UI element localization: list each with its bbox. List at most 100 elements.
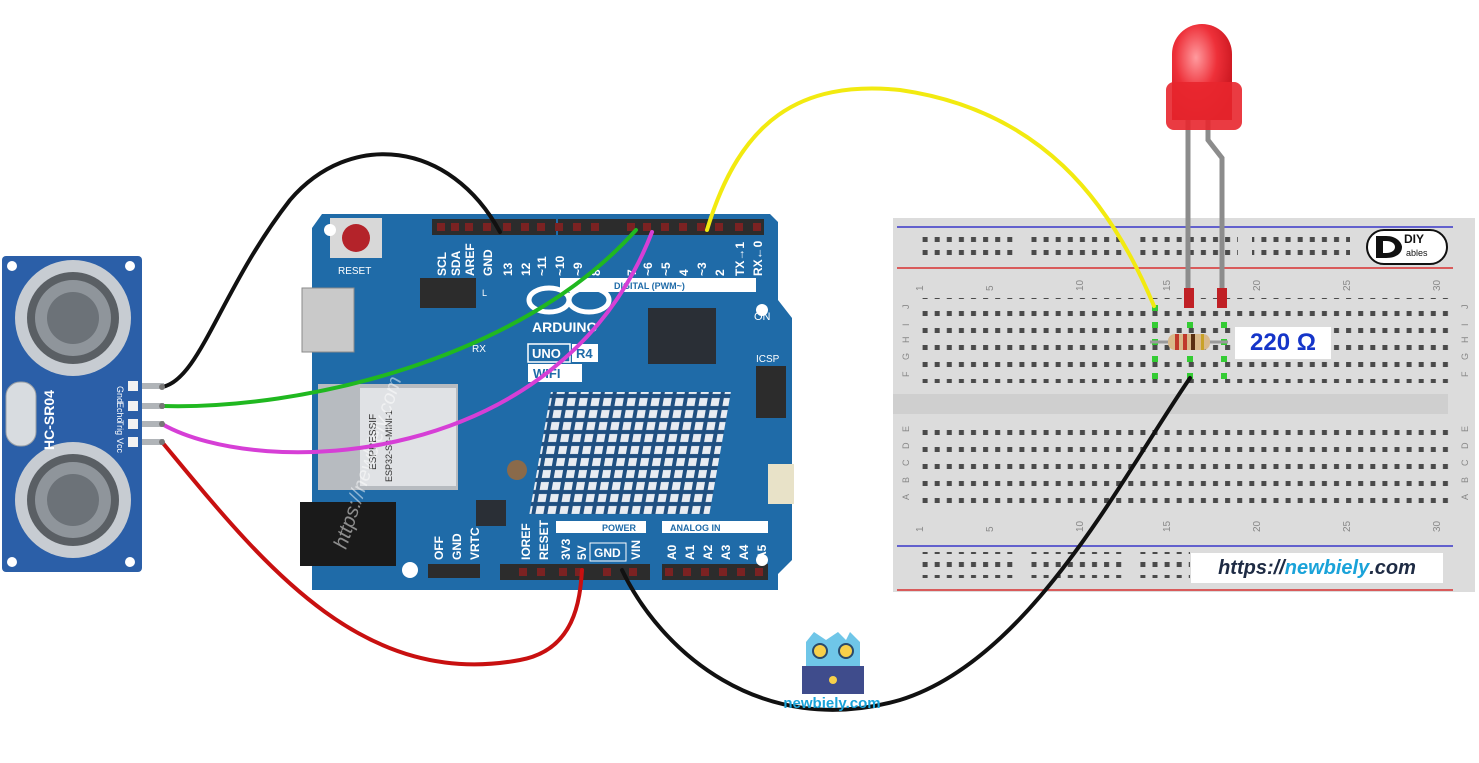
row-letter: G <box>901 353 911 360</box>
bottom-pin-label: A3 <box>719 544 733 560</box>
column-number: 20 <box>1252 279 1263 291</box>
bottom-header-pin <box>575 568 583 576</box>
bottom-pin-label: 3V3 <box>559 538 573 560</box>
owl-logo-text: newbiely.com <box>783 695 881 712</box>
bottom-header-pins <box>519 568 763 576</box>
bottom-pin-label: A2 <box>701 544 715 560</box>
terminal-holes-bottom <box>920 421 1450 506</box>
row-letter: C <box>901 459 911 466</box>
pin-label-gnd: Gnd <box>115 386 125 403</box>
column-number: 5 <box>985 285 996 291</box>
row-letter: H <box>1460 337 1470 344</box>
pin-label-echo: Echo <box>115 402 125 423</box>
row-letter: J <box>901 305 911 310</box>
wires <box>159 86 1192 712</box>
column-number: 30 <box>1432 520 1443 532</box>
icsp-header <box>756 366 786 418</box>
wire-ground-black <box>620 376 1192 712</box>
top-pin-label: ~10 <box>553 255 567 276</box>
column-number: 1 <box>915 526 926 532</box>
row-letter: B <box>901 477 911 483</box>
reset-label: RESET <box>338 266 371 277</box>
vrtc-label: VRTC <box>468 527 482 560</box>
led <box>1166 24 1242 308</box>
top-header-pin <box>537 223 545 231</box>
row-letter: G <box>1460 353 1470 360</box>
top-pin-label: ~3 <box>695 262 709 276</box>
top-header-pin <box>661 223 669 231</box>
bottom-pin-label: GND <box>594 546 621 560</box>
top-pin-label: ~5 <box>659 262 673 276</box>
resistor <box>1150 334 1228 350</box>
ultrasonic-sensor: HC-SR04 Gnd Echo Trig Vcc <box>2 256 164 572</box>
row-letter: D <box>901 442 911 449</box>
top-pin-label: SDA <box>449 250 463 276</box>
module-label-2: ESP32-S3-MINI-1 <box>384 410 394 482</box>
wire-echo-green <box>160 228 638 409</box>
top-pin-label: SCL <box>435 252 449 276</box>
bottom-header-pin <box>559 568 567 576</box>
row-letter: A <box>901 494 911 500</box>
row-letter: E <box>1460 426 1470 432</box>
vrtc-label: GND <box>450 533 464 560</box>
top-pin-label: ~6 <box>641 262 655 276</box>
bottom-pin-label: RESET <box>537 519 551 560</box>
bottom-header-pin <box>701 568 709 576</box>
icsp-label: ICSP <box>756 354 780 365</box>
top-pin-label: 8 <box>589 269 603 276</box>
rail-holes <box>1252 231 1350 257</box>
led-matrix <box>529 392 731 514</box>
diyables-sub: ables <box>1406 248 1428 258</box>
regulator <box>476 500 506 526</box>
row-letter: B <box>1460 477 1470 483</box>
top-header-pin <box>483 223 491 231</box>
row-letter: I <box>1460 323 1470 326</box>
top-header-pin <box>503 223 511 231</box>
usb-connector <box>301 287 355 353</box>
rail-holes <box>1030 231 1128 257</box>
wire-trig-magenta <box>160 230 654 455</box>
wire-gnd-black <box>160 152 502 389</box>
connector <box>768 464 794 504</box>
power-label: POWER <box>602 523 637 533</box>
top-header-pin <box>643 223 651 231</box>
bottom-pin-label: A1 <box>683 544 697 560</box>
column-number: 30 <box>1432 279 1443 291</box>
top-header-pin <box>753 223 761 231</box>
diyables-label: DIY <box>1404 232 1425 246</box>
digital-label: DIGITAL (PWM~) <box>614 281 685 291</box>
bottom-header-pin <box>665 568 673 576</box>
row-letter: E <box>901 426 911 432</box>
diyables-icon <box>1376 236 1402 258</box>
top-header-pin <box>697 223 705 231</box>
bottom-header-pin <box>519 568 527 576</box>
column-number: 25 <box>1342 520 1353 532</box>
top-pin-label: 4 <box>677 269 691 276</box>
rail-holes <box>918 231 1016 257</box>
bottom-header-pin <box>537 568 545 576</box>
top-header-pin <box>437 223 445 231</box>
l-label: L <box>482 288 487 298</box>
vrtc-header <box>428 564 480 578</box>
top-header-pin <box>679 223 687 231</box>
top-pin-label: ~11 <box>535 256 549 276</box>
model-label-uno: UNO <box>532 346 561 361</box>
analog-label: ANALOG IN <box>670 523 721 533</box>
rail-holes <box>1030 552 1128 578</box>
top-pin-label: 13 <box>501 262 515 276</box>
top-header-pin <box>521 223 529 231</box>
bottom-pin-label: 5V <box>575 545 589 560</box>
small-header <box>420 278 476 308</box>
bottom-header-pin <box>603 568 611 576</box>
bottom-pin-label: A0 <box>665 544 679 560</box>
row-letter: H <box>901 337 911 344</box>
bottom-pin-label: VIN <box>629 540 643 560</box>
top-header-pins <box>437 223 761 231</box>
pin-label-vcc: Vcc <box>115 438 125 454</box>
